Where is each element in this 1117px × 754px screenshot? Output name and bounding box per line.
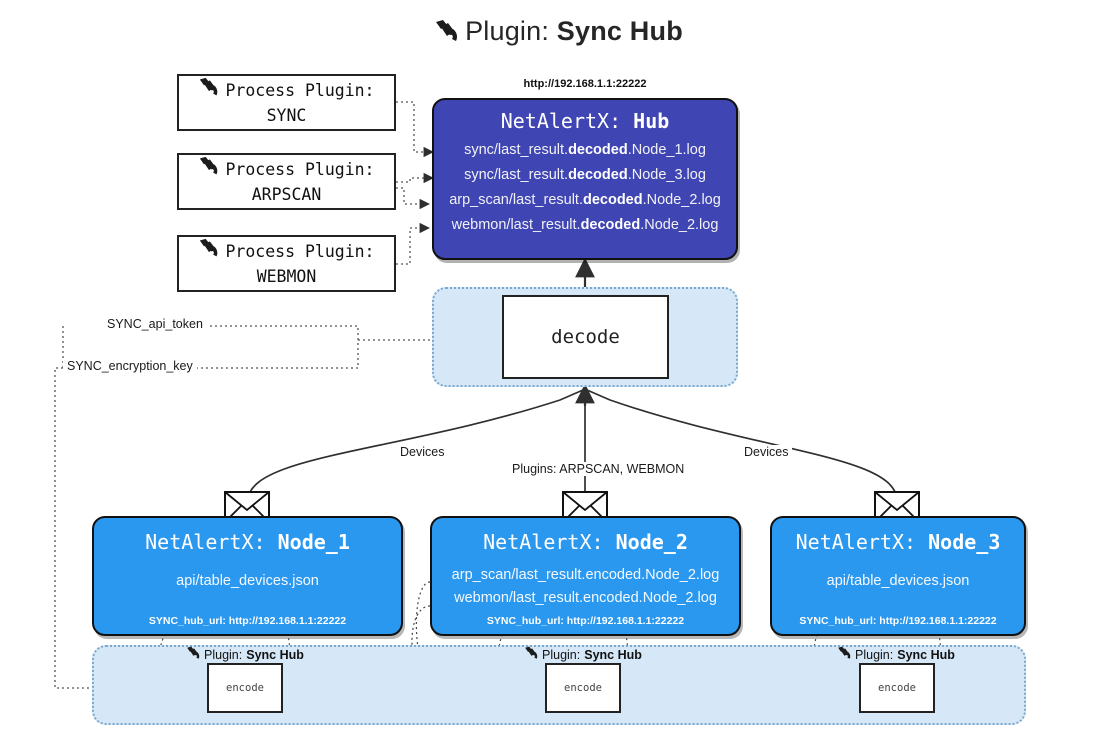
process-plugin-label: Process Plugin: <box>225 241 375 261</box>
hub-log-line: arp_scan/last_result.decoded.Node_2.log <box>449 188 721 213</box>
encoder-caption-prefix: Plugin: <box>204 647 243 662</box>
encode-label: encode <box>226 682 264 694</box>
plug-icon <box>198 238 220 265</box>
node-title-prefix: NetAlertX: <box>795 530 917 554</box>
plug-icon <box>524 646 539 663</box>
hub-log-em: decoded <box>568 142 628 158</box>
encoder-caption-3: Plugin:Sync Hub <box>837 646 955 663</box>
hub-log-pre: sync/last_result. <box>464 142 569 158</box>
page-title: Plugin: Sync Hub <box>0 16 1117 50</box>
node-title-name: Node_1 <box>277 530 350 554</box>
node-line: arp_scan/last_result.encoded.Node_2.log <box>451 567 720 583</box>
hub-log-line: webmon/last_result.decoded.Node_2.log <box>452 213 719 238</box>
page-title-name: Sync Hub <box>556 16 683 46</box>
hub-log-post: .Node_2.log <box>642 191 721 208</box>
node-title-name: Node_3 <box>928 530 1001 554</box>
hub-log-em: decoded <box>580 216 641 233</box>
plug-icon <box>186 646 201 663</box>
process-plugin-label: Process Plugin: <box>225 159 375 179</box>
hub-log-post: .Node_1.log <box>627 142 706 158</box>
encode-box-1[interactable]: encode <box>207 663 283 713</box>
node-line: webmon/last_result.encoded.Node_2.log <box>454 590 717 607</box>
plug-icon <box>837 646 852 663</box>
hub-title-name: Hub <box>633 109 670 133</box>
hub-log-em: decoded <box>568 166 628 183</box>
hub-log-em: decoded <box>582 191 643 208</box>
hub-log-pre: arp_scan/last_result. <box>449 191 583 208</box>
decode-box[interactable]: decode <box>502 295 669 379</box>
hub-log-line: sync/last_result.decoded.Node_1.log <box>464 138 706 163</box>
node-title: NetAlertX: Node_3 <box>796 530 1001 554</box>
edge-label-plugins-mid: Plugins: ARPSCAN, WEBMON <box>508 462 689 476</box>
node-title-name: Node_2 <box>615 530 688 554</box>
node-hub-url: SYNC_hub_url: http://192.168.1.1:22222 <box>148 615 347 627</box>
encoder-caption-prefix: Plugin: <box>855 647 894 662</box>
node-box-node-1[interactable]: NetAlertX: Node_1 api/table_devices.json… <box>92 516 403 636</box>
node-hub-url: SYNC_hub_url: http://192.168.1.1:22222 <box>799 615 997 627</box>
plug-icon <box>198 77 220 104</box>
node-title: NetAlertX: Node_1 <box>145 530 350 554</box>
encode-label: encode <box>878 682 916 694</box>
decode-label: decode <box>551 326 620 348</box>
edge-label-devices-left: Devices <box>396 445 449 459</box>
hub-log-pre: webmon/last_result. <box>451 216 581 233</box>
hub-title-prefix: NetAlertX: <box>500 109 622 133</box>
node-title-prefix: NetAlertX: <box>483 530 604 554</box>
page-title-prefix: Plugin: <box>465 16 550 46</box>
node-box-node-3[interactable]: NetAlertX: Node_3 api/table_devices.json… <box>770 516 1026 636</box>
encoder-caption-name: Sync Hub <box>897 647 955 662</box>
process-plugin-name: SYNC <box>266 106 307 125</box>
process-plugin-name: WEBMON <box>256 267 317 286</box>
encode-label: encode <box>564 682 602 694</box>
hub-log-post: .Node_2.log <box>640 216 719 233</box>
hub-url-label: http://192.168.1.1:22222 <box>523 78 647 90</box>
encoder-caption-prefix: Plugin: <box>542 647 581 662</box>
node-line: api/table_devices.json <box>826 573 970 589</box>
hub-log-post: .Node_3.log <box>627 166 706 183</box>
hub-log-line: sync/last_result.decoded.Node_3.log <box>464 163 706 188</box>
encoder-caption-2: Plugin:Sync Hub <box>524 646 642 663</box>
process-plugin-head: Process Plugin: <box>198 238 375 265</box>
node-line: api/table_devices.json <box>176 573 319 589</box>
hub-log-pre: sync/last_result. <box>464 166 569 183</box>
process-plugin-label: Process Plugin: <box>225 80 375 100</box>
hub-title: NetAlertX: Hub <box>501 109 670 133</box>
node-title-prefix: NetAlertX: <box>145 530 266 554</box>
node-hub-url: SYNC_hub_url: http://192.168.1.1:22222 <box>486 615 685 627</box>
process-plugin-name: ARPSCAN <box>251 185 322 204</box>
encoder-caption-1: Plugin:Sync Hub <box>186 646 304 663</box>
node-box-node-2[interactable]: NetAlertX: Node_2 arp_scan/last_result.e… <box>430 516 741 636</box>
plug-icon <box>434 19 460 50</box>
plug-icon <box>198 156 220 183</box>
encoder-caption-name: Sync Hub <box>584 647 642 662</box>
process-plugin-head: Process Plugin: <box>198 77 375 104</box>
encoder-caption-name: Sync Hub <box>246 647 304 662</box>
setting-encryption-key: SYNC_encryption_key <box>63 359 197 373</box>
hub-node[interactable]: NetAlertX: Hub sync/last_result.decoded.… <box>432 98 738 260</box>
process-plugin-webmon[interactable]: Process Plugin: WEBMON <box>177 235 396 292</box>
edge-label-devices-right: Devices <box>740 445 793 459</box>
encode-box-3[interactable]: encode <box>859 663 935 713</box>
process-plugin-head: Process Plugin: <box>198 156 375 183</box>
encode-box-2[interactable]: encode <box>545 663 621 713</box>
process-plugin-sync[interactable]: Process Plugin: SYNC <box>177 74 396 131</box>
node-title: NetAlertX: Node_2 <box>483 530 688 554</box>
process-plugin-arpscan[interactable]: Process Plugin: ARPSCAN <box>177 153 396 210</box>
setting-api-token: SYNC_api_token <box>103 317 207 331</box>
